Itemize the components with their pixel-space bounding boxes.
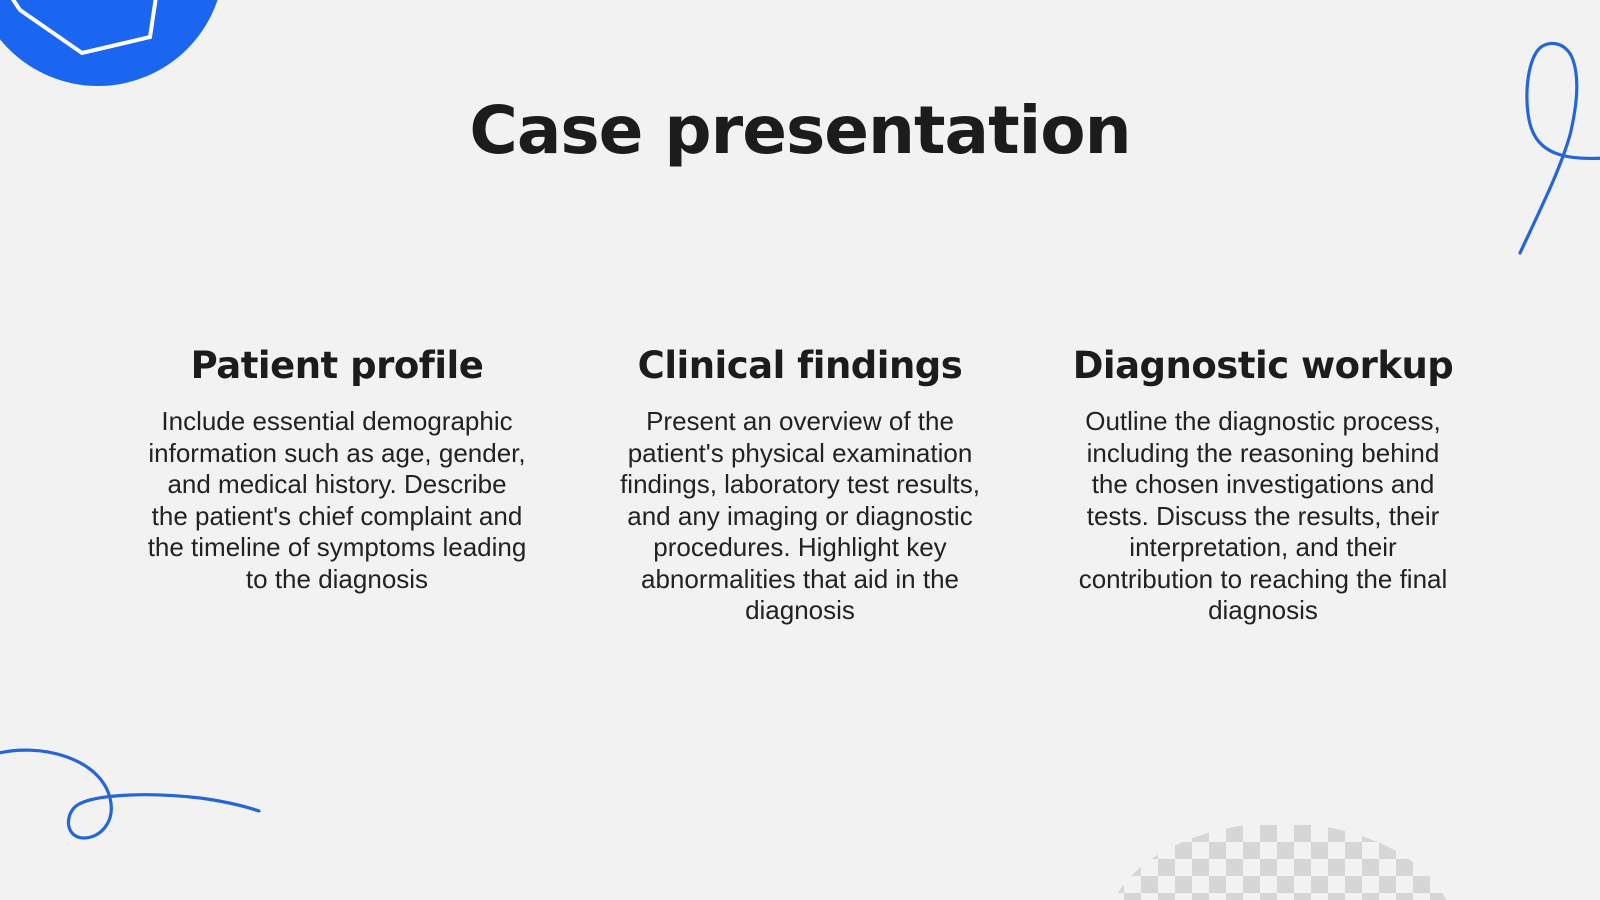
loop-line-bottom-left-icon <box>0 748 261 840</box>
column-body: Present an overview of the patient's phy… <box>620 406 980 625</box>
column-heading: Patient profile <box>190 344 484 387</box>
column-heading: Diagnostic workup <box>1072 344 1454 387</box>
blue-circle-hexagon-icon <box>0 0 218 86</box>
column-body: Outline the diagnostic process, includin… <box>1078 406 1448 625</box>
column-heading: Clinical findings <box>637 344 963 387</box>
column-patient-profile: Patient profile Include essential demogr… <box>127 344 547 595</box>
slide-title: Case presentation <box>469 92 1131 169</box>
column-body: Include essential demographic informatio… <box>147 406 527 594</box>
column-diagnostic-workup: Diagnostic workup Outline the diagnostic… <box>1053 344 1473 627</box>
checker-semicircle-icon <box>1105 825 1455 900</box>
column-clinical-findings: Clinical findings Present an overview of… <box>590 344 1010 627</box>
loop-line-top-right-icon <box>1518 41 1600 255</box>
